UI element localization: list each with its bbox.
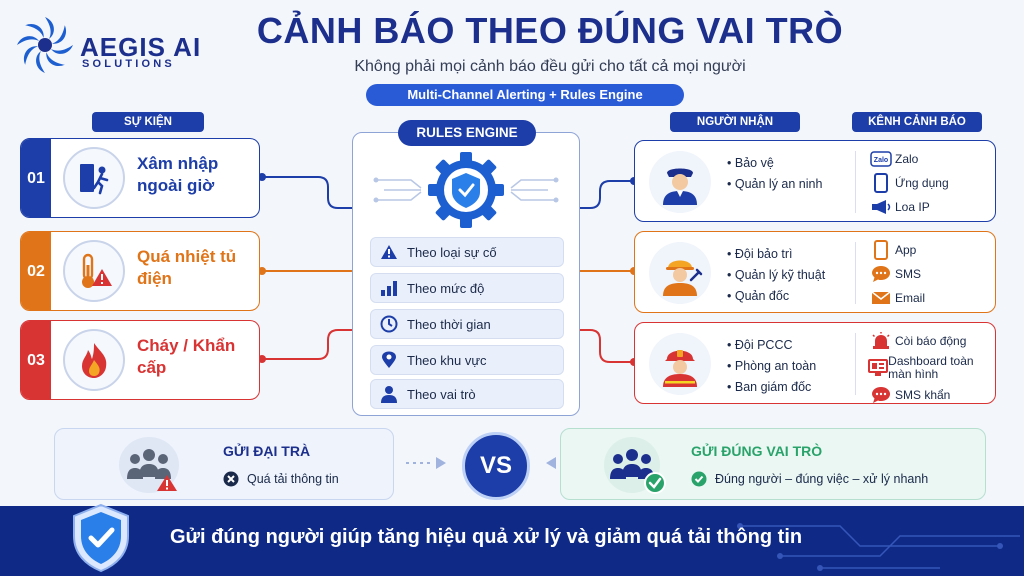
crowd-warning-icon — [119, 437, 179, 493]
megaphone-icon — [867, 199, 895, 215]
warning-icon — [371, 244, 407, 260]
firefighter-icon — [649, 333, 711, 395]
rule-label: Theo khu vực — [407, 352, 487, 368]
recipient-person: Quản lý an ninh — [727, 174, 823, 195]
event-card-overheat: 02 Quá nhiệt tủ điện — [20, 231, 260, 311]
fire-icon — [63, 329, 125, 391]
footer-message: Gửi đúng người giúp tăng hiệu quả xử lý … — [170, 526, 803, 548]
channel-item: SMS khẩn — [867, 383, 993, 407]
vs-badge: VS — [462, 432, 530, 500]
brand-name: AEGIS AI — [80, 32, 202, 62]
rule-item-zone: Theo khu vực — [370, 345, 564, 375]
rule-item-severity: Theo mức độ — [370, 273, 564, 303]
event-label: Cháy / Khẩn cấp — [137, 336, 236, 377]
footer-bar — [0, 506, 1024, 576]
page-subtitle: Không phải mọi cảnh báo đều gửi cho tất … — [354, 58, 746, 75]
clock-icon — [371, 315, 407, 333]
aegis-logo-icon — [17, 17, 73, 73]
person-icon — [371, 385, 407, 403]
recipient-person: Ban giám đốc — [727, 377, 816, 398]
rules-engine-title: RULES ENGINE — [398, 120, 536, 146]
dashboard-icon — [867, 359, 888, 377]
event-number: 03 — [21, 321, 51, 399]
role-based-desc-row: Đúng người – đúng việc – xử lý nhanh — [691, 471, 928, 487]
technician-icon — [649, 242, 711, 304]
event-card-intrusion: 01 Xâm nhập ngoài giờ — [20, 138, 260, 218]
team-check-icon — [601, 435, 666, 495]
channel-item: App — [867, 238, 993, 262]
recipient-person: Phòng an toàn — [727, 356, 816, 377]
check-circle-icon — [691, 471, 707, 487]
rule-item-role: Theo vai trò — [370, 379, 564, 409]
channel-item: Còi báo động — [867, 329, 993, 353]
event-card-fire: 03 Cháy / Khẩn cấp — [20, 320, 260, 400]
recipient-people-list: Đội bảo trì Quản lý kỹ thuật Quản đốc — [727, 244, 825, 307]
channel-item: Email — [867, 286, 993, 310]
sms-icon — [867, 386, 895, 404]
recipient-person: Bảo vệ — [727, 153, 822, 174]
channel-item: Dashboard toàn màn hình — [867, 353, 993, 383]
shield-check-icon — [73, 503, 129, 573]
security-guard-icon — [649, 151, 711, 213]
broadcast-title: GỬI ĐẠI TRÀ — [223, 443, 311, 459]
arrow-right-icon — [406, 457, 446, 469]
recipient-person: Quản lý kỹ thuật — [727, 265, 825, 286]
event-number: 02 — [21, 232, 51, 310]
sms-icon — [867, 265, 895, 283]
phone-icon — [867, 173, 895, 193]
page-title: CẢNH BÁO THEO ĐÚNG VAI TRÒ — [256, 10, 844, 51]
recipient-people-list: Đội PCCC Phòng an toàn Ban giám đốc — [727, 335, 816, 398]
rule-item-incident-type: Theo loại sự cố — [370, 237, 564, 267]
event-label: Quá nhiệt tủ điện — [137, 247, 237, 288]
rule-label: Theo loại sự cố — [407, 244, 497, 260]
recipient-card-maintenance: Đội bảo trì Quản lý kỹ thuật Quản đốc Ap… — [634, 231, 996, 313]
broadcast-desc: Quá tải thông tin — [247, 472, 339, 486]
siren-icon — [867, 332, 895, 350]
level-bars-icon — [371, 280, 407, 296]
compare-broadcast-panel: GỬI ĐẠI TRÀ Quá tải thông tin — [54, 428, 394, 500]
recipient-people-list: Bảo vệ Quản lý an ninh — [727, 153, 823, 195]
thermometer-warning-icon — [63, 240, 125, 302]
location-pin-icon — [371, 351, 407, 369]
phone-icon — [867, 240, 895, 260]
broadcast-desc-row: Quá tải thông tin — [223, 471, 339, 487]
compare-role-based-panel: GỬI ĐÚNG VAI TRÒ Đúng người – đúng việc … — [560, 428, 986, 500]
zalo-icon: Zalo — [867, 151, 895, 167]
email-icon — [867, 291, 895, 305]
feature-banner: Multi-Channel Alerting + Rules Engine — [366, 84, 684, 106]
brand-tagline: SOLUTIONS — [82, 58, 175, 70]
role-based-title: GỬI ĐÚNG VAI TRÒ — [691, 443, 823, 459]
channel-item: SMS — [867, 262, 993, 286]
column-label-recipients: NGƯỜI NHẬN — [670, 112, 800, 132]
circuit-decoration — [737, 523, 1020, 571]
recipient-person: Đội PCCC — [727, 335, 816, 356]
column-label-channels: KÊNH CẢNH BÁO — [852, 112, 982, 132]
column-label-events: SỰ KIỆN — [92, 112, 204, 132]
channel-item: Ứng dụng — [867, 171, 993, 195]
rule-label: Theo vai trò — [407, 386, 476, 402]
event-number: 01 — [21, 139, 51, 217]
recipient-card-fire-team: Đội PCCC Phòng an toàn Ban giám đốc Còi … — [634, 322, 996, 404]
rule-item-time: Theo thời gian — [370, 309, 564, 339]
rule-label: Theo mức độ — [407, 280, 485, 296]
event-label: Xâm nhập ngoài giờ — [137, 154, 219, 195]
recipient-person: Quản đốc — [727, 286, 825, 307]
intruder-door-icon — [63, 147, 125, 209]
recipient-person: Đội bảo trì — [727, 244, 825, 265]
close-circle-icon — [223, 471, 239, 487]
rule-label: Theo thời gian — [407, 316, 491, 332]
role-based-desc: Đúng người – đúng việc – xử lý nhanh — [715, 472, 929, 486]
svg-text:Zalo: Zalo — [874, 157, 888, 164]
engine-gear-icon — [373, 152, 559, 228]
channel-item: Loa IP — [867, 195, 993, 219]
